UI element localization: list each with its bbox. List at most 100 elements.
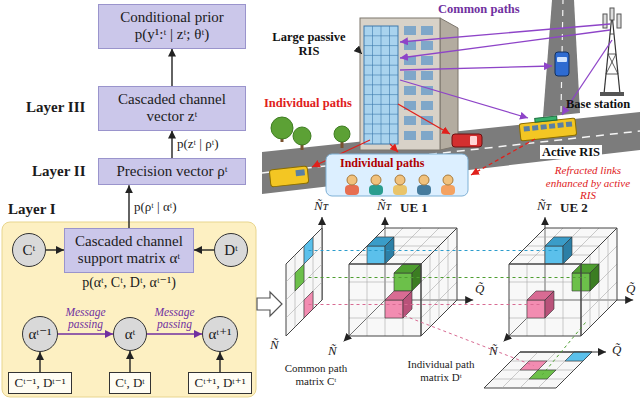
node-text: Cᵗ <box>23 242 36 259</box>
grid <box>403 228 439 264</box>
cell <box>545 246 563 264</box>
scene-label: Common paths <box>438 2 520 16</box>
connector <box>39 352 40 372</box>
cube <box>344 217 474 341</box>
window <box>404 41 416 50</box>
individual-path <box>398 104 450 134</box>
cube-face <box>421 228 457 336</box>
connector <box>194 249 214 250</box>
common-path <box>400 66 552 70</box>
bus-window <box>549 123 555 129</box>
ris-grid <box>364 55 398 56</box>
edge-label: Message passing <box>147 306 203 331</box>
person-body <box>417 185 431 195</box>
projection-line <box>309 250 559 251</box>
matrix-cell <box>565 352 592 361</box>
scene-label: Base station <box>566 97 630 111</box>
person-head <box>347 175 357 185</box>
layer-label: Layer I <box>8 201 56 218</box>
grid <box>563 228 599 264</box>
layer-box: Cascaded channel vector zᵗ <box>98 86 246 131</box>
bus-window <box>557 122 563 128</box>
connector <box>171 49 172 87</box>
connector <box>171 131 172 159</box>
tree <box>293 127 311 145</box>
variable-circle: Dᵗ <box>214 233 248 267</box>
layer-region-fill <box>2 222 256 397</box>
grid <box>509 282 581 283</box>
common-path <box>400 80 528 118</box>
connector <box>128 185 129 228</box>
bus-window <box>566 121 572 127</box>
matrix-cell <box>295 264 304 291</box>
grid <box>421 246 457 282</box>
van-window <box>295 169 305 176</box>
passive-ris-panel <box>364 26 398 144</box>
zoom-arrow <box>257 292 282 316</box>
cell <box>563 237 572 264</box>
cell <box>590 264 599 291</box>
node-text: p(αᵗ, Cᵗ, Dᵗ, αᵗ⁻¹) <box>2 274 256 291</box>
cell <box>527 300 545 318</box>
axis-label: Ñᴛ <box>314 199 328 214</box>
bus-body <box>519 118 576 141</box>
node-text: αᵗ⁻¹ <box>28 325 51 343</box>
ris-grid <box>364 65 398 66</box>
axis-label: Q̃ <box>475 282 484 297</box>
tower-brace <box>610 34 614 35</box>
window <box>421 101 433 110</box>
tower-brace <box>608 54 618 74</box>
antenna <box>610 8 614 20</box>
edge-label: p(ρᵗ | αᵗ) <box>134 199 177 215</box>
cell <box>394 273 412 291</box>
node-text: Cᵗ⁻¹, Dᵗ⁻¹ <box>14 375 65 391</box>
person-head <box>419 175 429 185</box>
individual-path-matrix <box>484 352 606 388</box>
cube-outline <box>581 228 617 336</box>
edge-label: Message passing <box>58 306 114 331</box>
ris-grid <box>364 133 398 134</box>
axis-label: Q̃ <box>612 343 621 358</box>
antenna <box>617 14 621 28</box>
cube-outline <box>509 264 581 336</box>
ris-grid <box>364 45 398 46</box>
bus-window <box>524 126 530 132</box>
layer-box: Conditional priorp(y¹:ᵗ | zᵗ; θᵗ) <box>98 4 246 49</box>
cell <box>385 300 403 318</box>
van-body <box>269 166 309 187</box>
ris-grid <box>364 114 398 115</box>
tower-brace <box>606 74 618 75</box>
node-text: Conditional prior <box>105 9 239 26</box>
node-text: Dᵗ <box>224 242 238 259</box>
bus-window <box>540 124 546 130</box>
observation-box: Cᵗ, Dᵗ <box>109 372 151 394</box>
node-text: Cᵗ⁺¹, Dᵗ⁺¹ <box>194 375 245 391</box>
matrix-caption: Common path matrix Cᵗ <box>276 362 356 387</box>
person-head <box>371 175 381 185</box>
connector <box>129 351 130 372</box>
variable-circle: αᵗ⁻¹ <box>22 316 58 352</box>
layer-label: Layer II <box>32 163 85 180</box>
scene-label: Large passive RIS <box>264 30 354 59</box>
grid <box>520 352 556 388</box>
scene-label: Individual paths <box>264 96 352 110</box>
connector <box>219 352 220 372</box>
ris-grid <box>364 104 398 105</box>
person-body <box>369 185 383 195</box>
person-head <box>395 175 405 185</box>
layer-region: Cascaded channel support matrix αᵗ Cᵗ Dᵗ αᵗ… <box>2 222 256 397</box>
scene-label: Active RIS <box>540 145 602 159</box>
ris-grid <box>364 84 398 85</box>
van <box>269 166 309 187</box>
connector <box>46 249 64 250</box>
scene-note: Refracted links enhanced by active RIS <box>538 164 638 202</box>
window <box>404 86 416 95</box>
layer-box: Cascaded channel support matrix αᵗ <box>64 228 194 273</box>
cube-face <box>349 264 421 336</box>
refracted-link <box>471 139 535 175</box>
edge-label: p(zᵗ | ρᵗ) <box>177 136 219 152</box>
projection-line <box>399 314 534 366</box>
node-text: αᵗ⁺¹ <box>208 325 231 343</box>
region-layer <box>2 222 256 397</box>
